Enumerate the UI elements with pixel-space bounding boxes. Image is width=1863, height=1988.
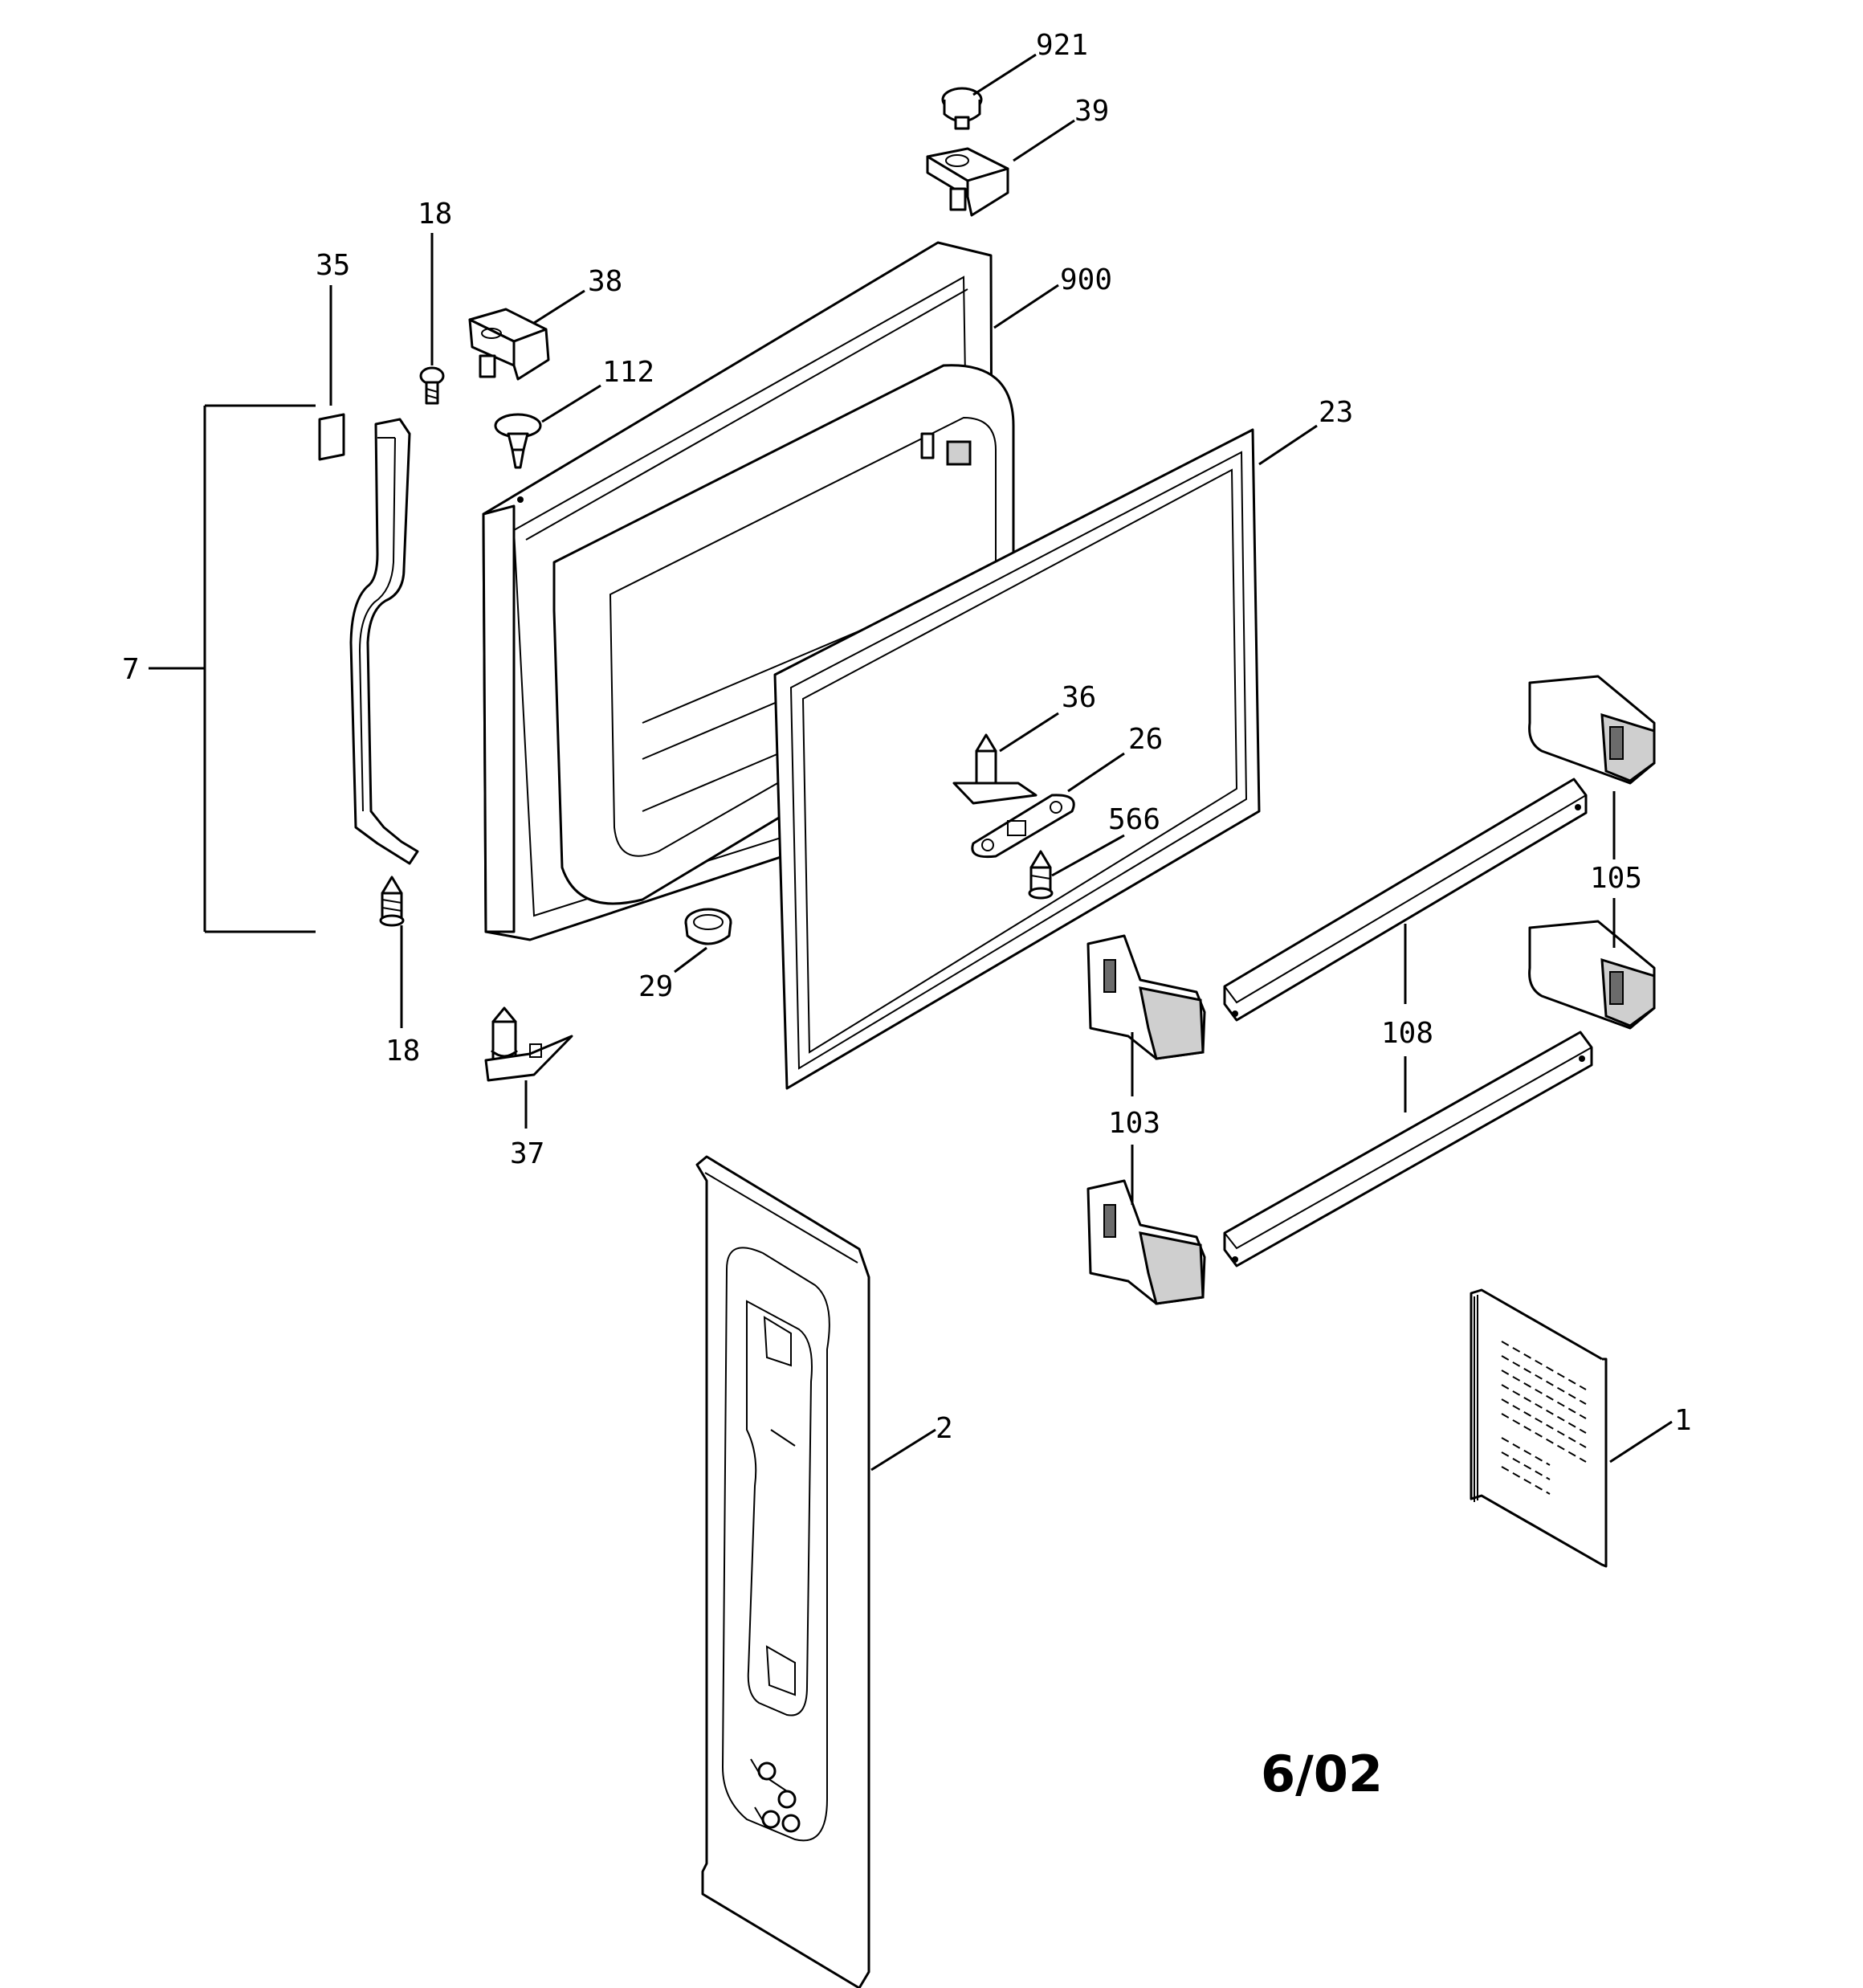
- part-26-plate: [971, 794, 1075, 859]
- part-7-handle: [349, 418, 419, 865]
- part-38-hinge-cap: [468, 308, 550, 381]
- part-29-bushing: [684, 908, 732, 945]
- part-35-pad: [318, 413, 345, 461]
- callout-105: 105: [1590, 862, 1642, 895]
- callout-37: 37: [510, 1137, 544, 1170]
- callout-108: 108: [1381, 1017, 1433, 1050]
- callout-36: 36: [1062, 681, 1096, 714]
- callout-103: 103: [1108, 1107, 1160, 1140]
- part-36-stud: [952, 733, 1037, 805]
- part-1-manual: [1470, 1288, 1608, 1568]
- callout-26: 26: [1128, 723, 1163, 756]
- callout-38: 38: [588, 265, 622, 298]
- part-23-gasket: [773, 428, 1261, 1090]
- callout-900: 900: [1060, 263, 1112, 296]
- part-18-screw-top: [419, 366, 445, 405]
- part-18-screw-bottom: [379, 876, 405, 927]
- callout-112: 112: [602, 356, 654, 389]
- leader-lines: [149, 53, 1673, 1472]
- part-105-end-caps: [1528, 675, 1656, 1030]
- part-921-plug: [941, 87, 983, 130]
- callout-566: 566: [1108, 803, 1160, 836]
- callout-39: 39: [1074, 95, 1109, 128]
- callout-18-bottom: 18: [385, 1035, 420, 1067]
- part-2-hardware-kit: [695, 1155, 870, 1988]
- part-108-trim-strips: [1223, 778, 1593, 1268]
- callout-7: 7: [122, 653, 140, 686]
- part-37-hinge: [484, 1006, 573, 1082]
- part-103-end-caps: [1086, 934, 1206, 1305]
- callout-29: 29: [638, 970, 673, 1003]
- part-112-pin: [494, 413, 542, 469]
- callout-18-top: 18: [418, 198, 452, 231]
- callout-35: 35: [316, 249, 350, 282]
- callout-1: 1: [1674, 1404, 1692, 1437]
- callout-labels: 921 39 18 35 38 900 112 23 7 36 26 566 1…: [122, 29, 1692, 1803]
- part-39-hinge-cap: [926, 147, 1009, 217]
- callout-2: 2: [936, 1412, 953, 1445]
- callout-23: 23: [1319, 396, 1353, 429]
- callout-921: 921: [1036, 29, 1088, 62]
- part-566-screw: [1028, 850, 1054, 900]
- date-code: 6/02: [1261, 1745, 1383, 1803]
